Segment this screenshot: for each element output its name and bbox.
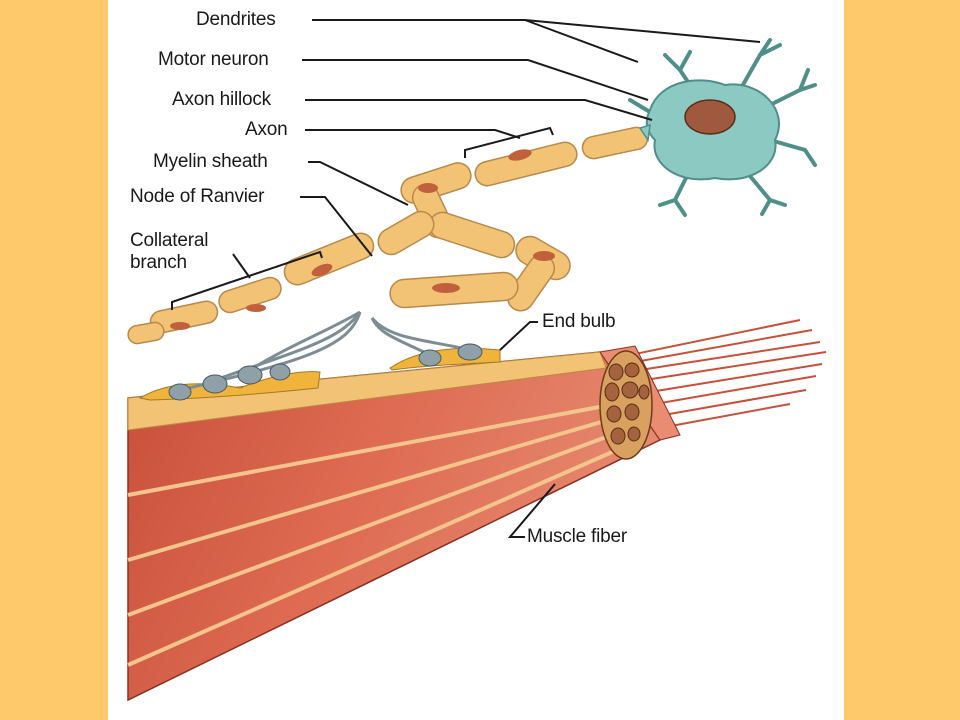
axon-hillock [638, 123, 651, 143]
label-collateral-branch: Collateral branch [130, 230, 209, 273]
label-myelin-sheath: Myelin sheath [153, 151, 268, 172]
muscle-fiber [127, 319, 827, 702]
axon [127, 126, 649, 345]
label-axon-hillock: Axon hillock [172, 89, 271, 110]
muscle-cross-section-fascicles [604, 362, 650, 445]
label-end-bulb: End bulb [542, 311, 616, 332]
motor-neuron [628, 38, 817, 217]
schwann-nuclei [170, 149, 555, 330]
label-motor-neuron: Motor neuron [158, 49, 269, 70]
muscle-myofibril-stripes [127, 403, 636, 667]
left-border-panel [0, 0, 108, 720]
myelin-sheath-segments [127, 126, 649, 345]
label-muscle-fiber: Muscle fiber [527, 526, 628, 547]
muscle-fibril-ends [629, 319, 827, 429]
right-border-panel [844, 0, 960, 720]
neuron-nucleus [684, 99, 736, 135]
label-node-of-ranvier: Node of Ranvier [130, 186, 265, 207]
label-leader-lines [171, 19, 761, 538]
label-dendrites: Dendrites [196, 9, 276, 30]
neuromuscular-junctions [138, 310, 501, 401]
label-axon: Axon [245, 119, 288, 140]
